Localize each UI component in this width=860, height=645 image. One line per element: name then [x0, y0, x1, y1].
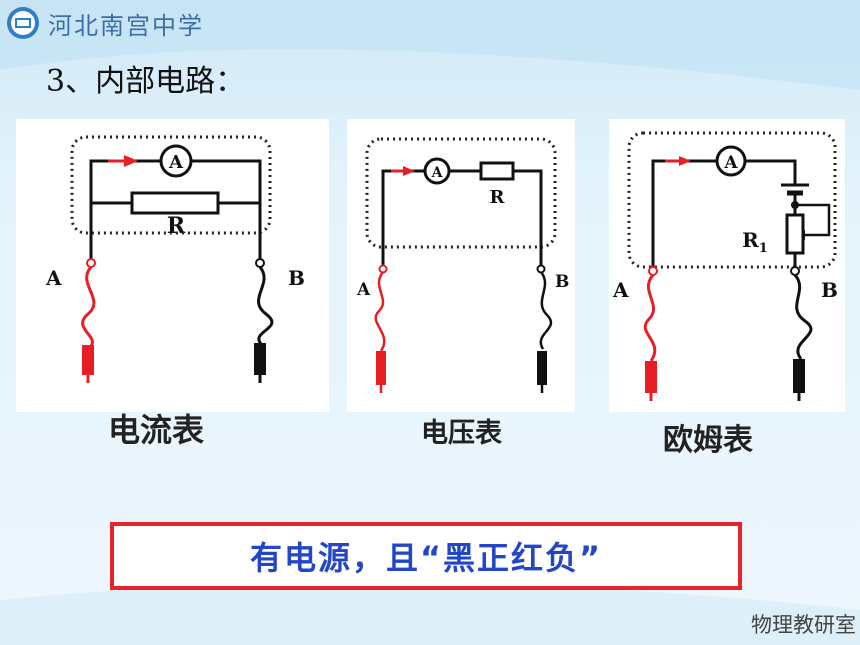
red-lead-wire	[81, 266, 96, 351]
rheostat-icon	[785, 213, 805, 255]
school-name: 河北南宫中学	[48, 12, 204, 40]
terminal-b-label: B	[555, 272, 569, 292]
black-lead-wire	[539, 271, 553, 350]
red-probe-icon	[376, 351, 386, 385]
footer-label: 物理教研室	[751, 613, 856, 637]
resistor-label: R	[490, 187, 506, 208]
red-lead-wire	[643, 274, 657, 362]
note-text: 有电源，且“黑正红负”	[249, 539, 603, 577]
current-arrow-icon	[679, 156, 691, 166]
voltmeter-caption: 电压表	[421, 418, 502, 449]
school-logo-icon	[7, 7, 39, 39]
black-probe-icon	[793, 359, 805, 393]
meter-label: A	[168, 152, 184, 173]
section-title: 3、内部电路：	[46, 64, 246, 99]
black-lead-wire	[257, 266, 274, 347]
ammeter-circuit: A R A B	[45, 135, 305, 383]
meter-circle-icon	[159, 144, 193, 178]
resistor-icon	[479, 161, 515, 181]
voltmeter-diagram: A R A B 电压表	[347, 119, 575, 449]
red-probe-icon	[645, 361, 657, 393]
ohmmeter-caption: 欧姆表	[663, 423, 753, 458]
ohmmeter-circuit: A R1 A B	[612, 131, 838, 401]
resistor-label: R	[167, 213, 186, 239]
ammeter-diagram: A R A B 电流表	[16, 119, 329, 449]
ohmmeter-diagram: A R1 A B 欧姆表	[609, 119, 845, 458]
current-arrow-icon	[124, 155, 138, 167]
meter-label: A	[723, 153, 738, 173]
red-probe-icon	[82, 345, 94, 375]
terminal-a-label: A	[612, 278, 629, 302]
meter-circle-icon	[715, 145, 747, 177]
black-probe-icon	[537, 351, 547, 385]
meter-label: A	[431, 165, 444, 181]
black-probe-icon	[254, 343, 266, 375]
resistor-icon	[130, 191, 220, 215]
voltmeter-circuit: A R A B	[356, 137, 569, 393]
terminal-b-label: B	[821, 278, 838, 302]
red-lead-wire	[374, 271, 386, 352]
ammeter-caption: 电流表	[108, 411, 205, 449]
terminal-a-label: A	[356, 280, 371, 300]
note-box: 有电源，且“黑正红负”	[110, 522, 742, 590]
terminal-a-label: A	[45, 266, 62, 290]
terminal-b-label: B	[288, 266, 305, 290]
current-arrow-icon	[403, 166, 415, 176]
black-lead-wire	[793, 274, 813, 360]
resistor-label: R1	[742, 228, 768, 256]
meter-circle-icon	[423, 157, 451, 185]
